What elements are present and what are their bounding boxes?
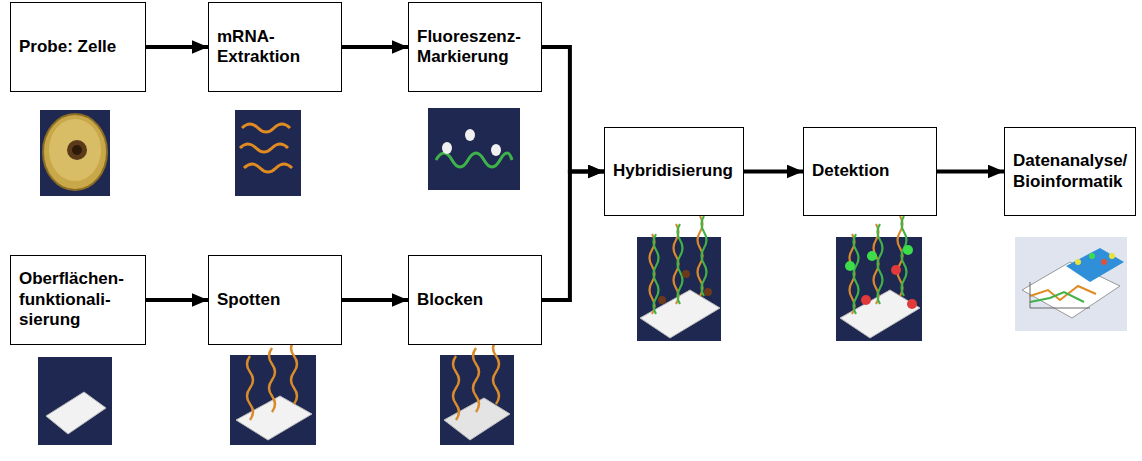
process-box: Datenanalyse/ Bioinformatik: [1004, 127, 1136, 216]
step-label: Blocken: [417, 290, 533, 310]
mrna-icon: [235, 110, 301, 196]
step-label: Oberflächen- funktionali- sierung: [19, 269, 137, 330]
flow-arrow: [342, 298, 408, 302]
surface-icon: [38, 357, 112, 445]
spotted-chip-icon: [230, 340, 316, 445]
process-box: mRNA- Extraktion: [208, 2, 342, 92]
flow-arrow: [146, 45, 208, 49]
process-box: Spotten: [208, 255, 342, 345]
step-label: Fluoreszenz- Markierung: [417, 27, 533, 68]
step-label: Spotten: [217, 290, 333, 310]
process-box: Blocken: [408, 255, 542, 345]
labelling-icon: [428, 108, 520, 190]
step-label: Hybridisierung: [613, 161, 735, 181]
process-box: Probe: Zelle: [10, 2, 146, 92]
flow-arrow: [342, 45, 408, 49]
detection-icon: [836, 216, 922, 341]
step-label: mRNA- Extraktion: [217, 27, 333, 68]
hybridisation-icon: [637, 216, 721, 341]
data-analysis-icon: [1015, 237, 1127, 331]
flow-arrow: [937, 170, 1004, 174]
flow-arrow: [744, 170, 803, 174]
process-box: Detektion: [803, 127, 937, 216]
step-label: Probe: Zelle: [19, 37, 137, 57]
process-box: Fluoreszenz- Markierung: [408, 2, 542, 92]
flow-arrow: [146, 298, 208, 302]
step-label: Datenanalyse/ Bioinformatik: [1013, 151, 1127, 192]
process-box: Hybridisierung: [604, 127, 744, 216]
step-label: Detektion: [812, 161, 928, 181]
blocked-chip-icon: [440, 340, 514, 445]
flow-arrow: [542, 172, 604, 301]
flow-arrow: [542, 47, 604, 172]
cell-sample-icon: [40, 110, 110, 196]
process-box: Oberflächen- funktionali- sierung: [10, 255, 146, 345]
